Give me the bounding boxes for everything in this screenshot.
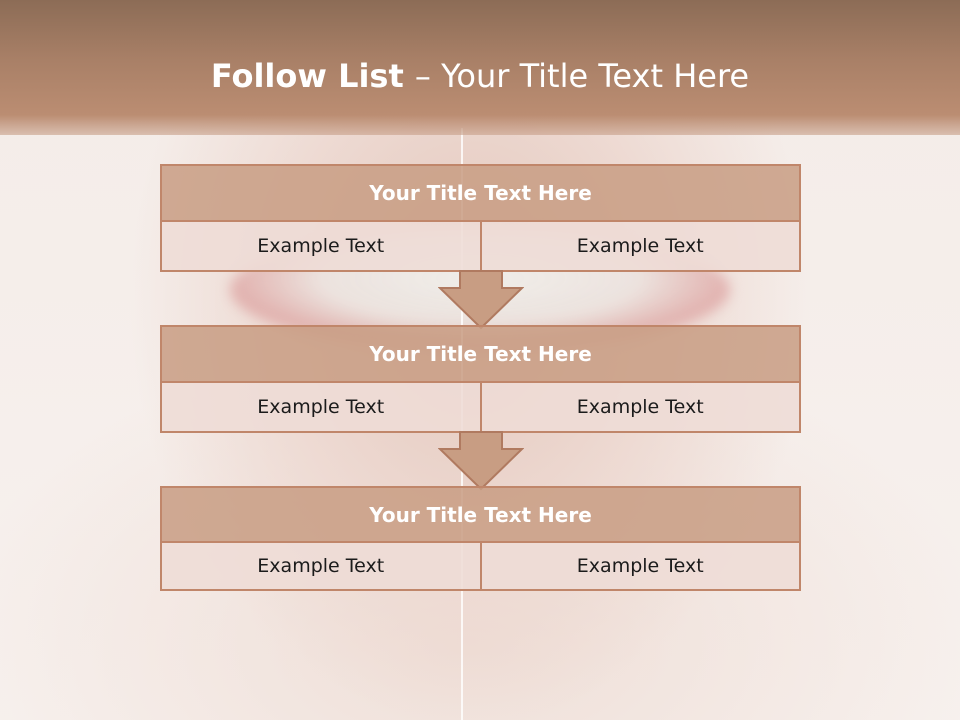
block-cell-right: Example Text <box>481 383 801 433</box>
block-row: Example Text Example Text <box>160 383 801 433</box>
slide-title: Follow List – Your Title Text Here <box>0 56 960 96</box>
list-block-1: Your Title Text Here Example Text Exampl… <box>160 164 801 272</box>
block-row: Example Text Example Text <box>160 222 801 272</box>
block-cell-left: Example Text <box>160 383 482 433</box>
slide-title-bold: Follow List <box>210 57 415 95</box>
block-cell-left: Example Text <box>160 543 482 591</box>
block-row: Example Text Example Text <box>160 543 801 591</box>
down-arrow-icon <box>438 431 524 491</box>
block-cell-right: Example Text <box>481 543 801 591</box>
list-block-2: Your Title Text Here Example Text Exampl… <box>160 325 801 433</box>
down-arrow-icon <box>438 270 524 330</box>
list-block-3: Your Title Text Here Example Text Exampl… <box>160 486 801 591</box>
block-title: Your Title Text Here <box>160 164 801 222</box>
block-title: Your Title Text Here <box>160 486 801 543</box>
block-cell-right: Example Text <box>481 222 801 272</box>
header-band <box>0 0 960 135</box>
block-title: Your Title Text Here <box>160 325 801 383</box>
block-cell-left: Example Text <box>160 222 482 272</box>
slide-title-rest: – Your Title Text Here <box>414 57 750 95</box>
